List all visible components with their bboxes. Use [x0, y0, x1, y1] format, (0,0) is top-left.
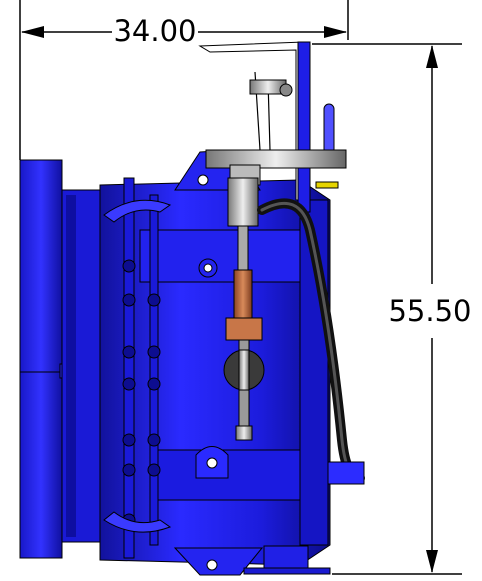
side-lug-hole: [206, 457, 218, 469]
height-dimension-label: 55.50: [388, 294, 471, 328]
body-band-lower: [149, 449, 311, 501]
ball-valve-shaft: [238, 349, 250, 391]
stem-cap: [235, 425, 253, 441]
bolt: [122, 345, 136, 359]
body-neck-shade: [66, 195, 76, 537]
copper-sleeve: [233, 269, 253, 319]
bolt: [122, 433, 136, 447]
upper-clamp: [103, 199, 172, 223]
width-dimension-label: 34.00: [113, 14, 196, 48]
bolt-rail: [123, 177, 135, 559]
manifold: [205, 149, 347, 169]
bolt: [122, 377, 136, 391]
bolt: [147, 463, 161, 477]
control-head: [227, 177, 259, 227]
arrowhead-left: [21, 26, 44, 38]
bolt: [122, 259, 136, 273]
valve-assembly: [19, 41, 365, 576]
bolt: [147, 293, 161, 307]
lower-clamp: [103, 511, 172, 533]
top-ear-hole: [197, 174, 209, 186]
body-band-upper: [139, 229, 311, 283]
bolt: [147, 377, 161, 391]
eye-bolt-hole: [203, 263, 213, 273]
control-stem: [237, 225, 249, 271]
height-dimension: 55.50: [312, 43, 472, 575]
indicator-rod: [323, 103, 335, 155]
bottom-base-plate: [243, 567, 331, 575]
bracket-post: [297, 41, 311, 213]
bottom-ear: [173, 547, 264, 576]
pilot-knob: [279, 83, 293, 97]
arrowhead-right: [324, 26, 347, 38]
bolt: [147, 345, 161, 359]
bolt: [122, 463, 136, 477]
bottom-ear-hole: [206, 559, 218, 571]
flange-bolts: [122, 177, 161, 559]
hose-fitting: [327, 461, 365, 485]
pilot-hose-highlight: [260, 201, 362, 480]
width-dimension: 34.00: [19, 0, 349, 160]
arrowhead-bottom: [426, 550, 438, 573]
copper-collar: [225, 317, 263, 341]
bolt: [122, 293, 136, 307]
inlet-flange: [19, 159, 63, 559]
arrowhead-top: [426, 45, 438, 68]
bolt-rail-2: [149, 194, 159, 546]
yellow-gasket: [315, 181, 339, 189]
bolt: [147, 433, 161, 447]
